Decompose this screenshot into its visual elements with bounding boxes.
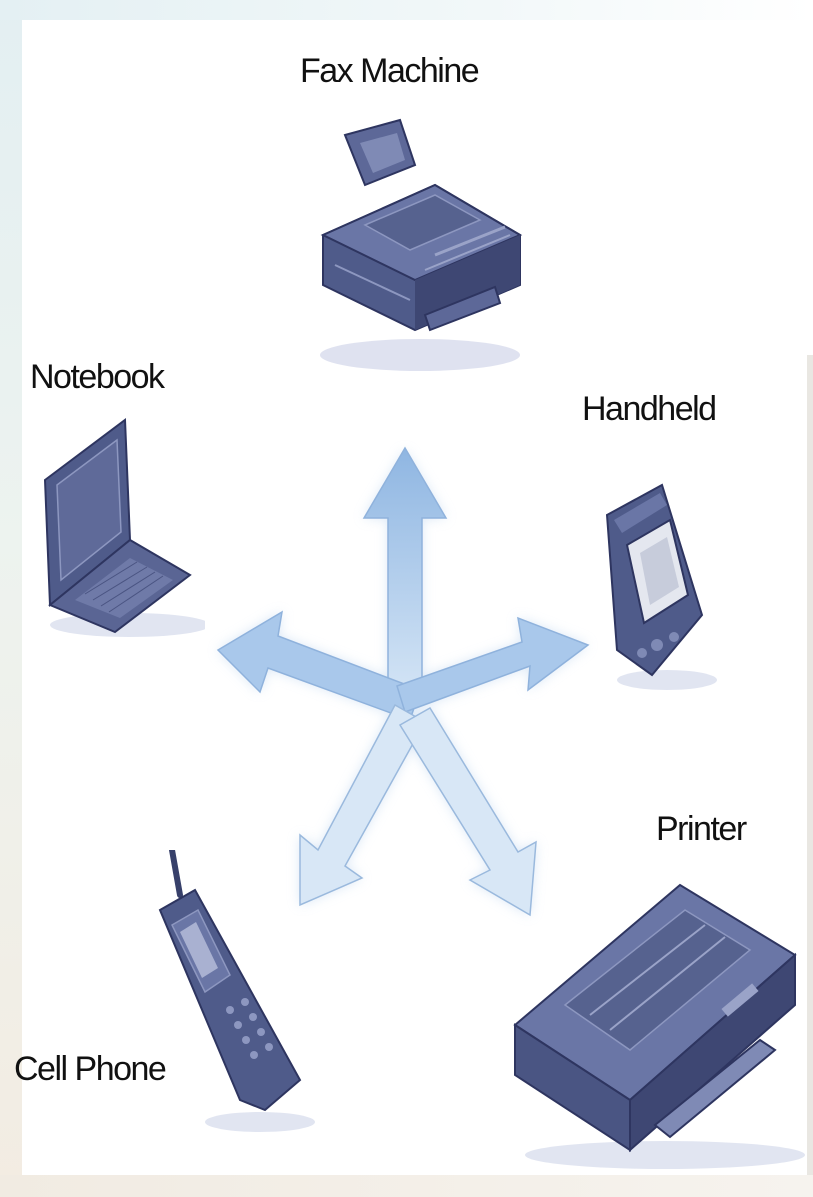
cell-phone-icon (150, 850, 320, 1140)
notebook-icon (35, 410, 205, 640)
label-fax-machine: Fax Machine (300, 52, 478, 91)
arrow-right-handheld (397, 618, 588, 712)
fax-machine-icon (305, 115, 535, 375)
label-notebook: Notebook (30, 358, 164, 397)
handheld-icon (592, 475, 722, 695)
printer-icon (505, 875, 805, 1175)
label-cell-phone: Cell Phone (14, 1050, 165, 1089)
arrow-up-fax (364, 448, 446, 705)
label-printer: Printer (656, 810, 746, 849)
label-handheld: Handheld (582, 390, 716, 429)
